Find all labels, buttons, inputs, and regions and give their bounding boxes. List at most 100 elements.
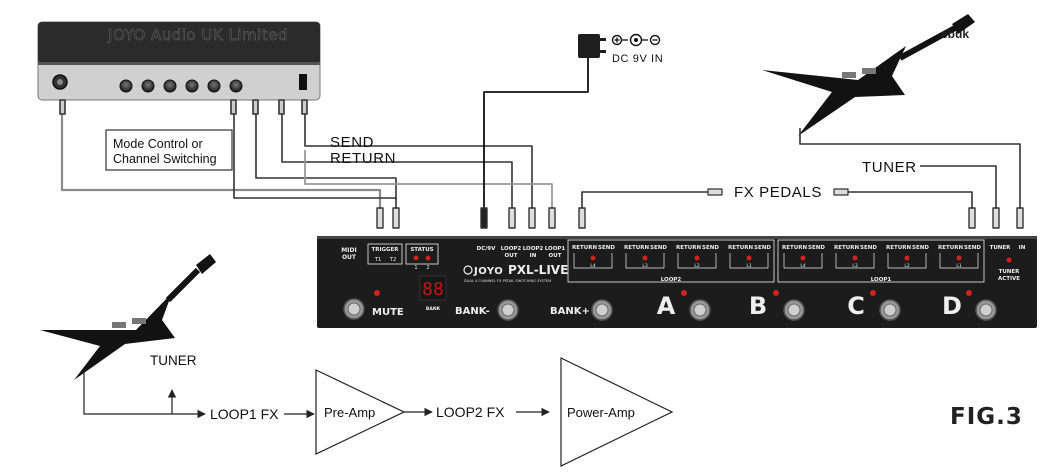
status-led-2 xyxy=(425,255,431,261)
bank-display xyxy=(419,275,447,301)
loop-cell: RETURN SEND L3 xyxy=(834,245,877,269)
guitar-top-body-icon xyxy=(762,46,906,136)
loop2-fx-label: LOOP2 FX xyxy=(436,404,505,420)
loop-led xyxy=(590,255,596,261)
loop-id-label: L2 xyxy=(694,263,700,269)
mode-control-box: Mode Control or Channel Switching xyxy=(105,129,233,171)
t1-label: T1 xyxy=(374,257,382,263)
pedal-cable-plugs xyxy=(376,207,1024,229)
loop-cell: RETURN SEND L4 xyxy=(782,245,825,269)
loop1-banner: LOOP1 xyxy=(871,277,892,283)
loop-led xyxy=(852,255,858,261)
loop-led xyxy=(642,255,648,261)
loop-led xyxy=(746,255,752,261)
amp-knob-icon xyxy=(207,79,221,93)
amp-knob-icon xyxy=(163,79,177,93)
signal-chain xyxy=(83,357,674,467)
loop-id-label: L1 xyxy=(746,263,752,269)
pedal-tuner-label: TUNER xyxy=(990,245,1012,251)
midi-out-label: MIDI xyxy=(341,247,356,254)
loop-send-label: SEND xyxy=(754,245,771,251)
trigger-box xyxy=(367,243,403,265)
loop2-in-label: LOOP2 xyxy=(523,246,544,252)
loop-send-label: SEND xyxy=(860,245,877,251)
amp-knob-icon xyxy=(141,79,155,93)
loop-id-label: L4 xyxy=(590,263,596,269)
guitar-top: ebuk xyxy=(762,14,975,136)
amp-brand-text: JOYO Audio UK Limited xyxy=(107,26,288,44)
loop1-fx-label: LOOP1 FX xyxy=(210,406,279,422)
channel-d-led xyxy=(966,290,972,296)
loop1-out-label: LOOP1 xyxy=(545,246,566,252)
trigger-label: TRIGGER xyxy=(371,247,399,253)
amplifier-head: JOYO Audio UK Limited xyxy=(37,21,321,101)
loop-return-label: RETURN xyxy=(834,245,859,251)
wiring xyxy=(59,58,1024,229)
loop-led xyxy=(956,255,962,261)
loop-send-label: SEND xyxy=(650,245,667,251)
tuner-active-label-2: ACTIVE xyxy=(998,276,1020,282)
loop-return-label: RETURN xyxy=(886,245,911,251)
loop-id-label: L3 xyxy=(642,263,648,269)
status-1-label: 1 xyxy=(414,265,417,271)
tuner-active-led xyxy=(1006,257,1012,263)
joyo-logo-icon xyxy=(463,265,473,275)
mute-label: MUTE xyxy=(372,307,404,318)
pre-amp-triangle xyxy=(315,369,406,455)
loop-cell: RETURN SEND L2 xyxy=(676,245,719,269)
dc9v-label: DC/9V xyxy=(477,246,496,252)
loop2-out-label: LOOP2 xyxy=(501,246,522,252)
loop-cell: RETURN SEND L1 xyxy=(938,245,981,269)
power-amp-triangle xyxy=(560,357,674,467)
loop-id-label: L4 xyxy=(800,263,806,269)
bank-label: BANK xyxy=(426,306,441,312)
bank-plus-label: BANK+ xyxy=(550,306,590,317)
tuner-top-label: TUNER xyxy=(862,159,917,176)
figure-label: FIG.3 xyxy=(950,404,1023,430)
loop2-group-box xyxy=(567,239,775,283)
channel-b-led xyxy=(773,290,779,296)
power-adapter-icon xyxy=(578,34,600,58)
status-2-label: 2 xyxy=(426,265,429,271)
loop-led xyxy=(694,255,700,261)
amp-cable-plugs xyxy=(59,99,308,115)
loop-cell: RETURN SEND L2 xyxy=(886,245,929,269)
loop-send-label: SEND xyxy=(808,245,825,251)
pedal-model: PXL-LIVE xyxy=(508,263,568,277)
loop-return-label: RETURN xyxy=(938,245,963,251)
tuner-active-label: TUNER xyxy=(999,269,1021,275)
mode-control-label: Mode Control or xyxy=(113,137,203,151)
loop1-group-box xyxy=(777,239,985,283)
mute-led xyxy=(374,290,380,296)
amp-knob-icon xyxy=(119,79,133,93)
loop-return-label: RETURN xyxy=(728,245,753,251)
loop-cell: RETURN SEND L3 xyxy=(624,245,667,269)
loop1-out-label-2: OUT xyxy=(549,253,562,259)
guitar-bottom xyxy=(40,254,216,380)
loop2-banner: LOOP2 xyxy=(661,277,682,283)
bank-minus-label: BANK- xyxy=(455,306,490,317)
guitar-bottom-body-icon xyxy=(40,293,175,380)
status-box xyxy=(405,243,439,265)
t2-label: T2 xyxy=(389,257,397,263)
dc-9v-in-label: DC 9V IN xyxy=(612,53,663,65)
loop-return-label: RETURN xyxy=(676,245,701,251)
amp-knob-icon xyxy=(229,79,243,93)
loop-id-label: L2 xyxy=(904,263,910,269)
loop-return-label: RETURN xyxy=(782,245,807,251)
loop2-out-label-2: OUT xyxy=(505,253,518,259)
status-led-1 xyxy=(413,255,419,261)
loop2-in-label-2: IN xyxy=(530,253,537,259)
pxl-live-pedalboard: MIDI OUT TRIGGER T1 T2 STATUS 1 2 DC/9V … xyxy=(317,236,1037,328)
status-label: STATUS xyxy=(410,247,433,253)
amp-knob-icon xyxy=(185,79,199,93)
loop-send-label: SEND xyxy=(912,245,929,251)
pedal-in-label: IN xyxy=(1019,245,1026,251)
loop-led xyxy=(904,255,910,261)
power-adapter: DC 9V IN xyxy=(578,33,663,65)
pedal-subtitle: DUAL 4 CHANNEL FX PEDAL SWITCHING SYSTEM xyxy=(464,279,551,283)
pedal-brand: JOYO xyxy=(473,266,503,277)
fx-pedals-label: FX PEDALS xyxy=(734,184,822,201)
loop-cell: RETURN SEND L1 xyxy=(728,245,771,269)
